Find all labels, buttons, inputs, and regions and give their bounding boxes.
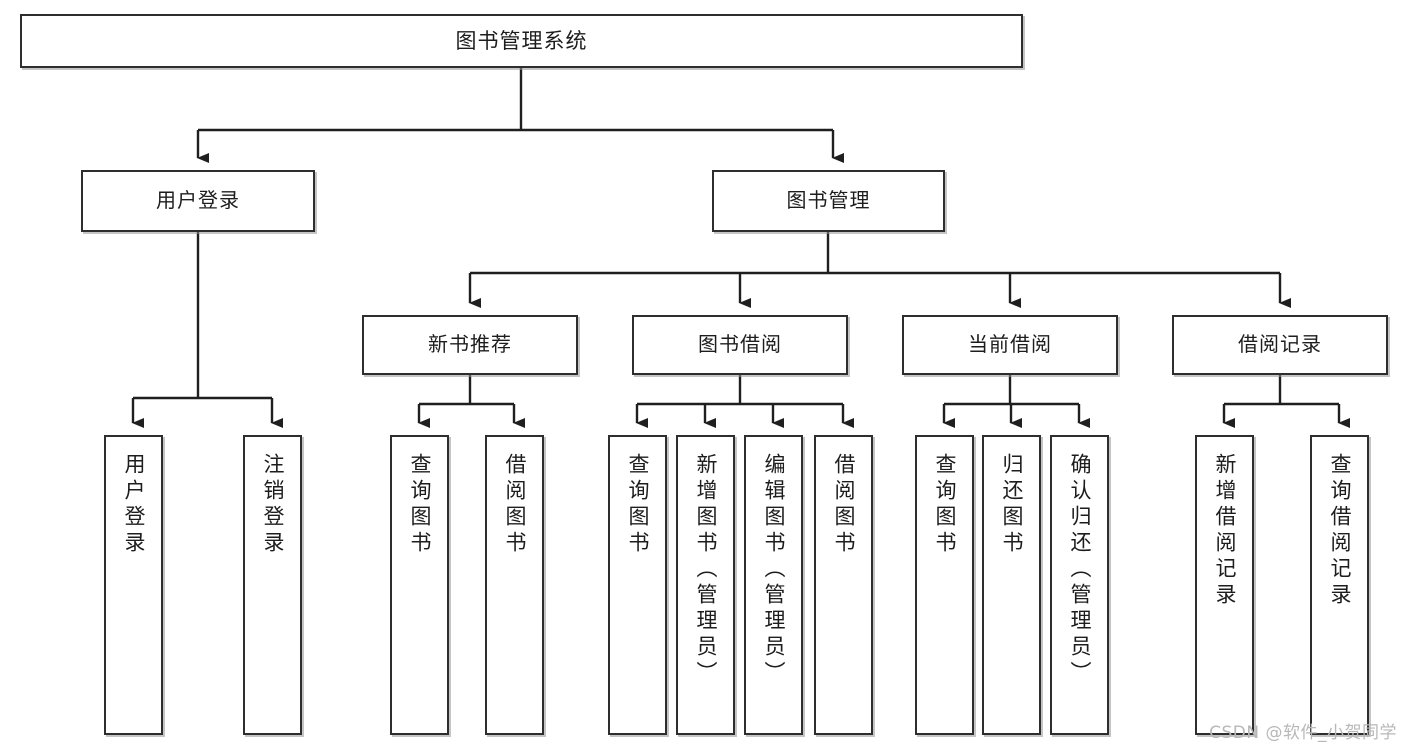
node-label: 图书借阅 xyxy=(698,332,782,357)
node-label: 确认归还（管理员） xyxy=(1068,453,1092,687)
node-label: 用户登录 xyxy=(156,188,240,213)
node-label: 查询借阅记录 xyxy=(1328,453,1352,609)
node-label: 借阅记录 xyxy=(1238,332,1322,357)
node-label: 查询图书 xyxy=(408,453,432,557)
node-root-system[interactable]: 图书管理系统 xyxy=(20,14,1023,68)
node-label: 查询图书 xyxy=(626,453,650,557)
leaf-query-borrow-record[interactable]: 查询借阅记录 xyxy=(1310,435,1369,735)
node-label: 图书管理 xyxy=(786,188,871,213)
node-user-login[interactable]: 用户登录 xyxy=(81,170,315,232)
node-book-management[interactable]: 图书管理 xyxy=(712,170,945,232)
node-label: 注销登录 xyxy=(261,453,285,557)
leaf-borrow-book[interactable]: 借阅图书 xyxy=(814,435,873,735)
leaf-query-books-current[interactable]: 查询图书 xyxy=(915,435,974,735)
node-label: 新增借阅记录 xyxy=(1213,453,1237,609)
watermark-text: CSDN @软件_小贺同学 xyxy=(1209,723,1397,743)
leaf-query-books-recommend[interactable]: 查询图书 xyxy=(390,435,449,735)
leaf-query-books-borrow[interactable]: 查询图书 xyxy=(608,435,667,735)
node-current-borrow[interactable]: 当前借阅 xyxy=(902,315,1118,375)
node-borrow-records[interactable]: 借阅记录 xyxy=(1172,315,1388,375)
node-label: 当前借阅 xyxy=(968,332,1052,357)
leaf-add-borrow-record[interactable]: 新增借阅记录 xyxy=(1195,435,1254,735)
node-label: 归还图书 xyxy=(1000,453,1024,557)
leaf-user-login[interactable]: 用户登录 xyxy=(104,435,163,735)
node-label: 借阅图书 xyxy=(832,453,856,557)
node-book-borrow[interactable]: 图书借阅 xyxy=(632,315,848,375)
leaf-logout-login[interactable]: 注销登录 xyxy=(243,435,302,735)
node-label: 借阅图书 xyxy=(503,453,527,557)
node-label: 图书管理系统 xyxy=(455,28,588,53)
node-label: 新增图书（管理员） xyxy=(694,453,718,687)
node-label: 编辑图书（管理员） xyxy=(762,453,786,687)
leaf-return-book[interactable]: 归还图书 xyxy=(982,435,1041,735)
leaf-add-book-admin[interactable]: 新增图书（管理员） xyxy=(676,435,735,735)
node-new-book-recommendation[interactable]: 新书推荐 xyxy=(362,315,578,375)
leaf-borrow-books-recommend[interactable]: 借阅图书 xyxy=(485,435,544,735)
node-label: 查询图书 xyxy=(933,453,957,557)
node-label: 用户登录 xyxy=(122,453,146,557)
node-label: 新书推荐 xyxy=(428,332,512,357)
leaf-edit-book-admin[interactable]: 编辑图书（管理员） xyxy=(744,435,803,735)
leaf-confirm-return-admin[interactable]: 确认归还（管理员） xyxy=(1050,435,1109,735)
